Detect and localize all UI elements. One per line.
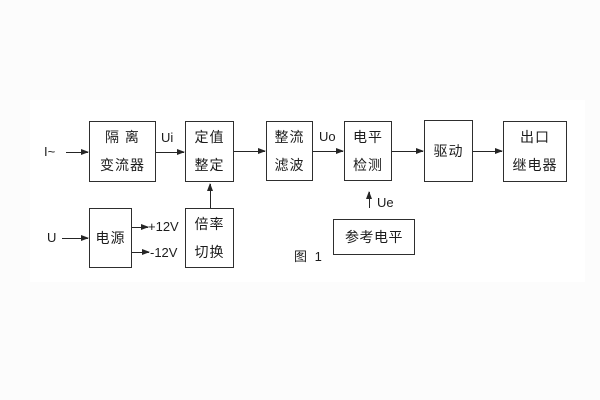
block-rectifier-filter: 整流 滤波	[266, 121, 313, 181]
signal-label-input-voltage: U	[47, 230, 57, 245]
arrow-power-to-minus12v	[132, 249, 150, 255]
block-isolation-transformer: 隔 离 变流器	[89, 121, 156, 182]
block-reference-level: 参考电平	[333, 219, 415, 255]
figure-caption: 图 1	[294, 249, 324, 264]
block-label: 倍率	[194, 215, 225, 232]
block-label: 滤波	[274, 156, 305, 173]
block-label: 切换	[194, 243, 225, 260]
block-label: 整流	[274, 128, 305, 145]
arrow-level-to-driver	[392, 148, 424, 154]
arrow-input-current-to-isolation	[66, 149, 89, 155]
block-label: 整定	[194, 157, 225, 173]
arrow-reference-level-ue	[366, 191, 372, 208]
block-label: 参考电平	[345, 228, 403, 245]
block-label: 电平	[353, 128, 383, 145]
arrow-ratio-switch-to-setpoint	[207, 183, 213, 208]
block-label: 定值	[194, 129, 225, 145]
block-level-detector: 电平 检测	[344, 121, 392, 181]
block-label: 驱动	[433, 142, 464, 159]
signal-label-ue: Ue	[377, 195, 394, 210]
arrow-input-voltage-to-power	[62, 235, 89, 241]
block-label: 出口	[520, 129, 550, 145]
block-ratio-switch: 倍率 切换	[185, 208, 234, 268]
block-power-supply: 电源	[89, 208, 132, 268]
block-setpoint-adjust: 定值 整定	[185, 121, 234, 182]
block-output-relay: 出口 继电器	[503, 121, 567, 182]
signal-label-input-current: I~	[44, 144, 56, 159]
arrow-isolation-to-setpoint	[156, 149, 185, 155]
arrow-rectifier-to-level	[313, 148, 344, 154]
block-label: 继电器	[512, 157, 558, 173]
signal-label-plus12v: +12V	[148, 219, 179, 234]
signal-label-uo: Uo	[319, 129, 336, 144]
block-label: 电源	[95, 229, 126, 246]
block-driver: 驱动	[424, 120, 473, 182]
arrow-setpoint-to-rectifier	[234, 148, 266, 154]
arrow-power-to-plus12v	[132, 224, 149, 230]
block-label: 变流器	[100, 157, 145, 173]
block-label: 隔 离	[105, 129, 140, 145]
block-label: 检测	[353, 156, 383, 173]
signal-label-minus12v: -12V	[150, 245, 178, 260]
signal-label-ui: Ui	[161, 130, 174, 145]
arrow-driver-to-relay	[473, 148, 503, 154]
